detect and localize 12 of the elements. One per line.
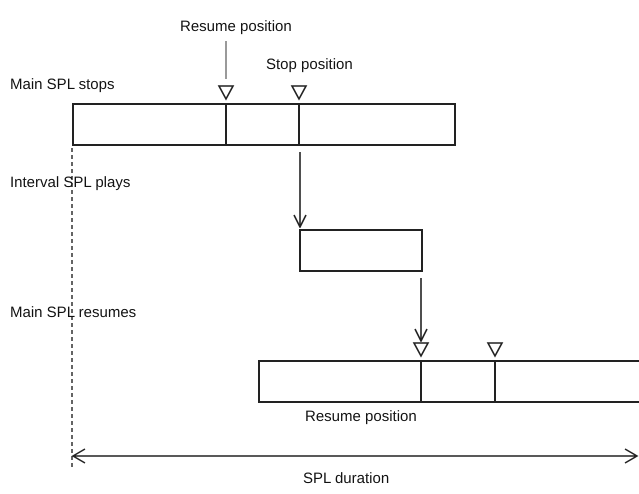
timeline-bar xyxy=(299,229,423,272)
position-label: Resume position xyxy=(180,18,292,35)
stage-label: Main SPL resumes xyxy=(10,304,136,321)
timeline-bar xyxy=(258,360,639,403)
stage-label: Interval SPL plays xyxy=(10,174,130,191)
arrow xyxy=(414,278,428,342)
timeline-bar xyxy=(72,103,456,146)
arrow xyxy=(293,152,307,228)
stop-position-label: Stop position xyxy=(266,56,353,73)
position-label: Resume position xyxy=(305,408,417,425)
dimension-label: SPL duration xyxy=(303,470,390,487)
stage-label: Main SPL stops xyxy=(10,76,114,93)
